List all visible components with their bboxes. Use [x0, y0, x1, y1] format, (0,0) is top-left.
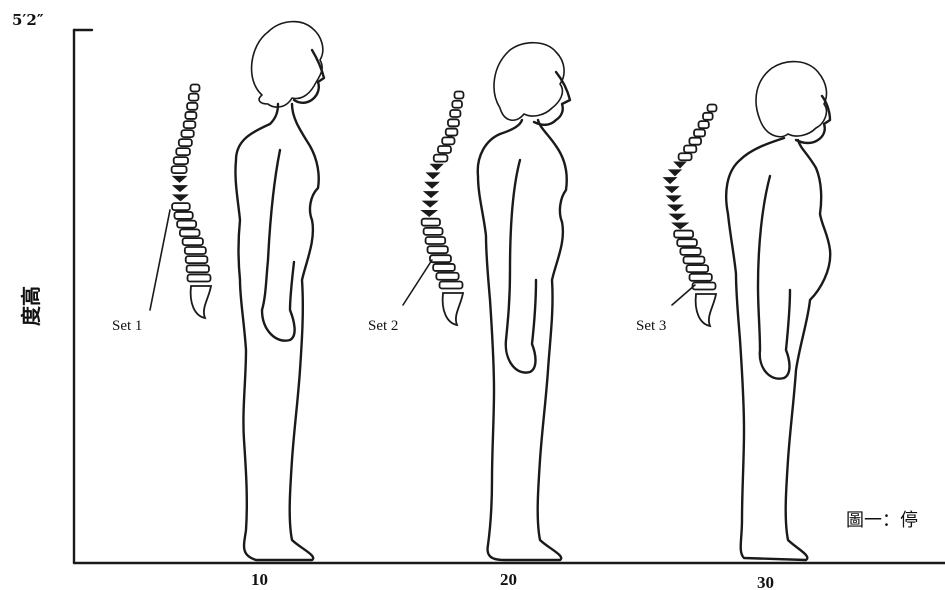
- vertebra: [683, 256, 704, 263]
- compressed-vertebra: [422, 201, 439, 208]
- figure-2-body: [478, 120, 567, 560]
- vertebra: [428, 246, 448, 253]
- compressed-vertebra: [673, 162, 687, 169]
- woman-figure-set-3: [726, 62, 830, 560]
- spine-set-3: [663, 105, 717, 327]
- vertebra: [679, 153, 692, 160]
- x-tick-label-10: 10: [251, 570, 268, 589]
- vertebra: [693, 283, 716, 290]
- compressed-vertebra: [430, 164, 444, 171]
- compressed-vertebra: [668, 214, 686, 221]
- vertebra: [181, 130, 193, 137]
- spine-set-1: [172, 85, 211, 319]
- vertebra: [433, 264, 455, 271]
- vertebra: [440, 282, 463, 289]
- sacrum: [443, 293, 463, 325]
- height-top-mark: 5′2″: [12, 11, 44, 29]
- vertebra: [176, 148, 190, 155]
- vertebra: [179, 139, 192, 146]
- vertebra: [172, 203, 190, 210]
- vertebra: [187, 265, 209, 272]
- vertebra: [450, 110, 460, 117]
- set-2-label: Set 2: [368, 318, 398, 334]
- vertebra: [430, 255, 451, 262]
- compressed-vertebra: [671, 222, 689, 229]
- figure-2-arm: [506, 160, 536, 373]
- set-2-pointer-line: [403, 260, 432, 305]
- woman-figure-set-1: [235, 22, 324, 560]
- x-tick-label-30: 30: [757, 573, 774, 590]
- vertebra: [455, 92, 464, 99]
- vertebra: [189, 94, 199, 101]
- vertebra: [191, 85, 200, 92]
- vertebra: [185, 247, 206, 254]
- set-3-label: Set 3: [636, 318, 666, 334]
- vertebra: [446, 129, 458, 136]
- vertebra: [689, 138, 701, 145]
- spine-set-2: [420, 92, 463, 326]
- vertebra: [703, 113, 713, 120]
- compressed-vertebra: [666, 195, 682, 202]
- vertebra: [434, 155, 448, 162]
- figure-1-arm: [262, 150, 295, 341]
- compressed-vertebra: [424, 182, 440, 189]
- vertebra: [426, 237, 446, 244]
- vertebra: [436, 273, 458, 280]
- compressed-vertebra: [663, 177, 678, 184]
- figure-1-hair: [252, 22, 323, 107]
- compressed-vertebra: [172, 194, 189, 201]
- vertebra: [699, 121, 709, 128]
- sacrum: [696, 294, 716, 326]
- vertebra: [174, 157, 188, 164]
- y-axis-title: 高 度: [19, 286, 43, 326]
- vertebra: [680, 248, 700, 255]
- vertebra: [186, 256, 208, 263]
- set-1-label: Set 1: [112, 318, 142, 334]
- vertebra: [187, 103, 197, 110]
- figure-3-hair: [756, 62, 826, 137]
- vertebra: [708, 105, 717, 112]
- figure-3-body: [726, 138, 830, 560]
- compressed-vertebra: [420, 210, 438, 217]
- vertebra: [686, 265, 708, 272]
- compressed-vertebra: [425, 172, 440, 179]
- compressed-vertebra: [423, 191, 439, 198]
- sacrum: [191, 286, 211, 318]
- vertebra: [452, 101, 462, 108]
- vertebra: [185, 112, 196, 119]
- compressed-vertebra: [172, 176, 188, 183]
- compressed-vertebra: [172, 185, 188, 192]
- vertebra: [438, 146, 451, 153]
- compressed-vertebra: [667, 205, 684, 212]
- x-tick-label-20: 20: [500, 570, 517, 589]
- vertebra: [177, 221, 196, 228]
- vertebra: [180, 229, 200, 236]
- vertebra: [689, 274, 711, 281]
- compressed-vertebra: [664, 186, 680, 193]
- compressed-vertebra: [668, 169, 682, 176]
- vertebra: [172, 166, 187, 173]
- vertebra: [183, 238, 203, 245]
- vertebra: [174, 212, 192, 219]
- figure-caption: 圖一：停: [846, 510, 918, 531]
- vertebra: [674, 231, 693, 238]
- woman-figure-set-2: [478, 43, 570, 560]
- vertebra: [184, 121, 196, 128]
- vertebra: [422, 219, 440, 226]
- set-1-pointer-line: [150, 210, 170, 310]
- vertebra: [684, 145, 696, 152]
- vertebra: [442, 137, 454, 144]
- vertebra: [424, 228, 443, 235]
- figure-3-arm: [758, 176, 790, 379]
- y-axis-title-char-2: 度: [19, 305, 43, 326]
- vertebra: [448, 119, 459, 126]
- vertebra: [677, 239, 697, 246]
- figure-2-face: [534, 72, 570, 125]
- vertebra: [694, 129, 705, 136]
- vertebra: [188, 275, 211, 282]
- y-axis-title-char-1: 高: [19, 286, 43, 306]
- set-3-pointer-line: [672, 285, 695, 305]
- figure-2-hair: [494, 43, 564, 121]
